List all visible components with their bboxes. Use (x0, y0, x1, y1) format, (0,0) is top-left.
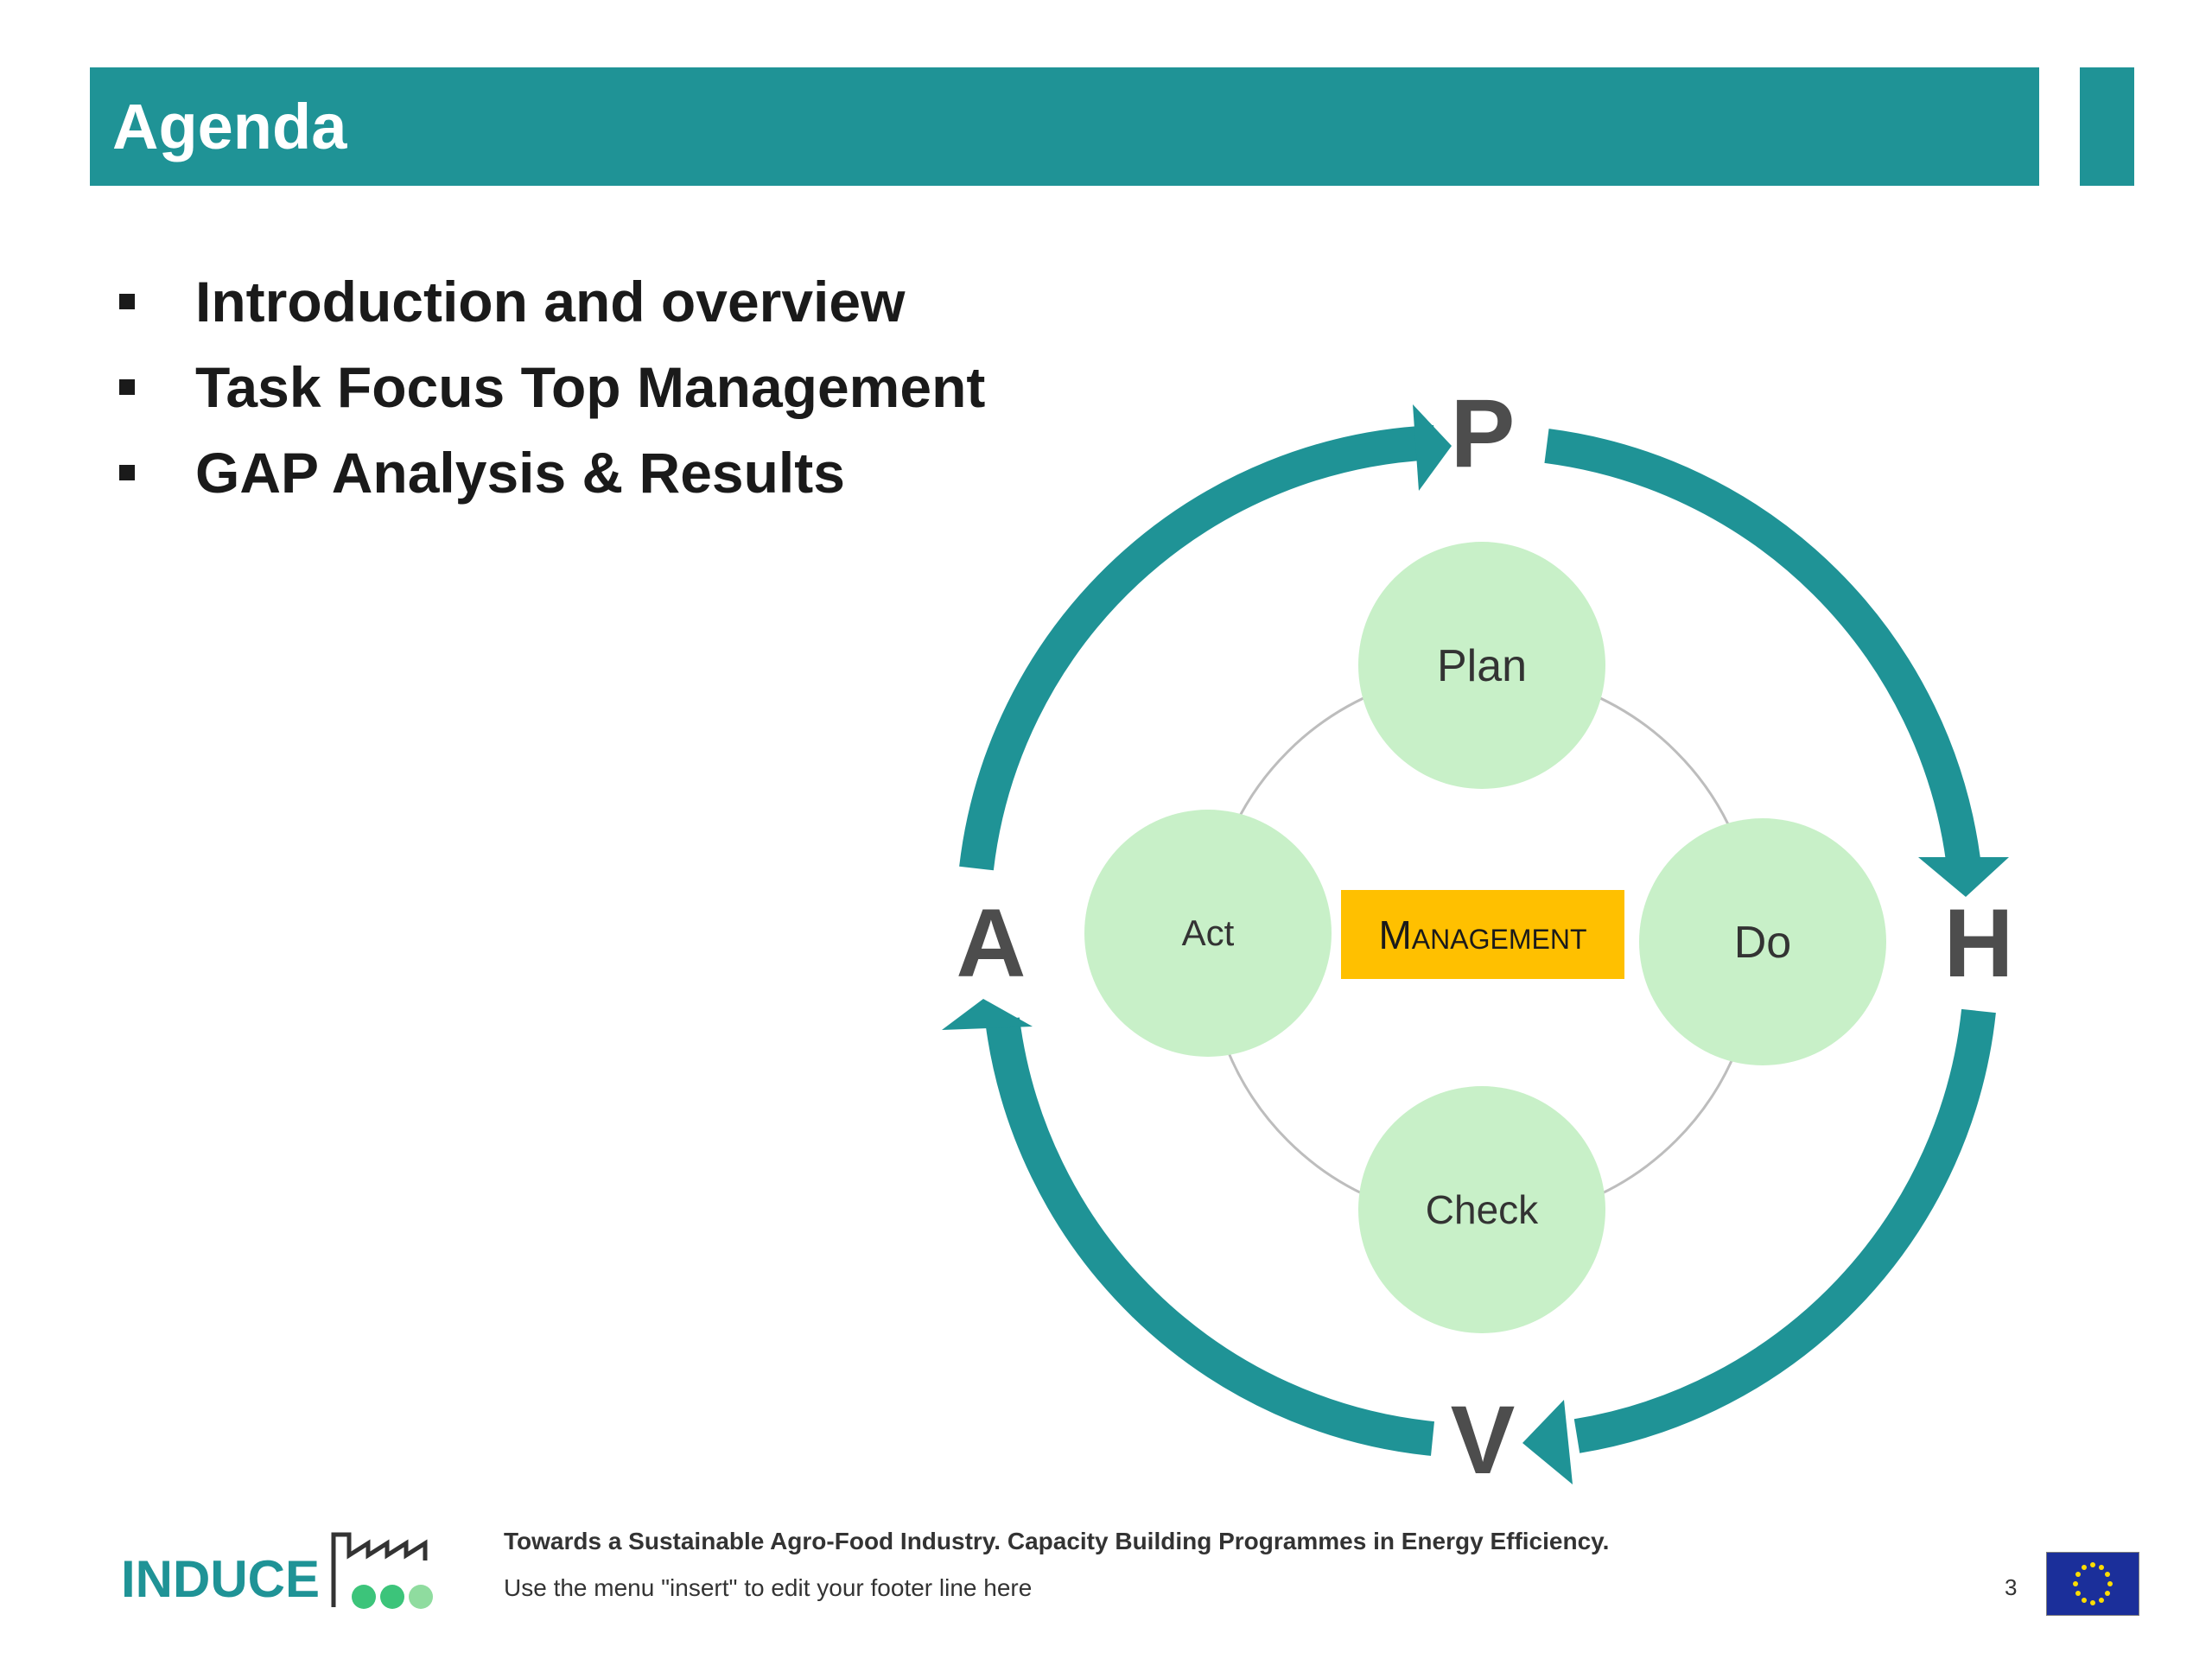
logo-dot (352, 1585, 376, 1609)
node-act (1084, 810, 1332, 1057)
agenda-item: Task Focus Top Management (112, 345, 985, 430)
arrow-arc-v-to-a (985, 1017, 1435, 1456)
center-management-box (1341, 890, 1624, 979)
bullet-icon (119, 465, 135, 480)
footer-note: Use the menu "insert" to edit your foote… (504, 1574, 1033, 1601)
logo-dot (409, 1585, 433, 1609)
node-check (1358, 1086, 1605, 1333)
arrow-arc-h-to-v (1573, 1008, 1996, 1453)
factory-icon (331, 1532, 428, 1607)
logo-dot (380, 1585, 404, 1609)
node-act-label: Act (1182, 912, 1235, 953)
node-check-label: Check (1426, 1187, 1539, 1232)
node-do (1639, 818, 1886, 1065)
node-plan-label: Plan (1437, 641, 1527, 691)
letter-h: H (1944, 889, 2014, 997)
bullet-icon (119, 294, 135, 309)
logo-text: INDUCE (121, 1550, 320, 1608)
agenda-item-label: Introduction and overview (195, 270, 906, 334)
center-management-label: Management (1378, 912, 1586, 957)
agenda-list: Introduction and overview Task Focus Top… (112, 259, 985, 516)
node-plan (1358, 542, 1605, 789)
arrow-arc-p-to-h (1544, 429, 1980, 862)
letter-a: A (957, 889, 1027, 997)
arrowhead-v (1522, 1400, 1573, 1484)
arrowhead-a (942, 999, 1033, 1030)
pdca-cycle-diagram: Plan Do Check Act Management P H V A (942, 380, 2014, 1494)
title-accent-block (2080, 67, 2134, 186)
arrowhead-h (1918, 857, 2009, 897)
title-bar (90, 67, 2039, 186)
agenda-item-label: Task Focus Top Management (195, 355, 986, 419)
letter-v: V (1451, 1386, 1516, 1494)
arrowhead-p (1413, 404, 1452, 491)
agenda-item: Introduction and overview (112, 259, 985, 345)
eu-flag-icon (2046, 1552, 2139, 1616)
letter-p: P (1451, 380, 1516, 487)
node-do-label: Do (1734, 918, 1791, 968)
page-number: 3 (2005, 1574, 2018, 1600)
bullet-icon (119, 379, 135, 395)
agenda-item-label: GAP Analysis & Results (195, 441, 845, 505)
arrow-arc-a-to-p (959, 425, 1435, 871)
induce-logo: INDUCE (121, 1532, 433, 1609)
agenda-item: GAP Analysis & Results (112, 430, 985, 516)
slide-title: Agenda (112, 91, 347, 162)
footer-tagline: Towards a Sustainable Agro-Food Industry… (504, 1528, 1610, 1554)
